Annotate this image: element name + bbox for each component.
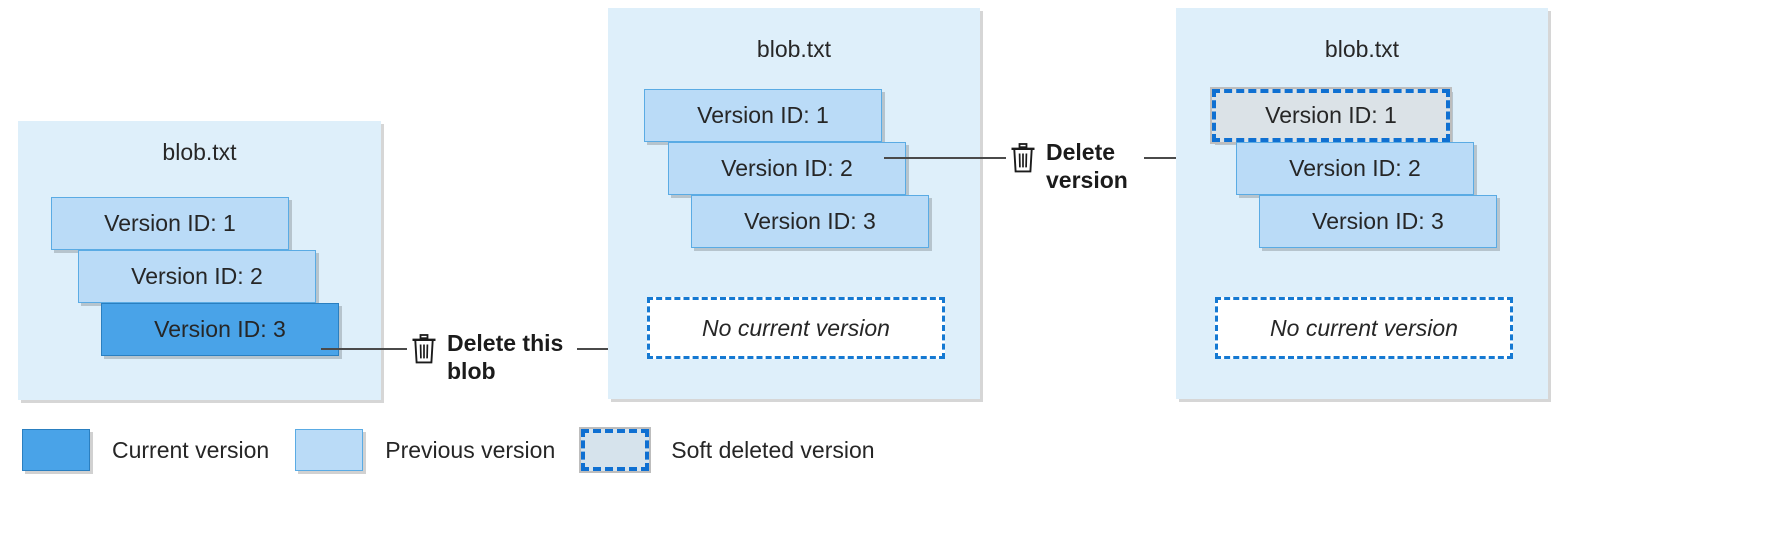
- version-card-label: Version ID: 3: [1312, 208, 1444, 234]
- panel-title: blob.txt: [1324, 36, 1400, 62]
- action-delete-this-blob: Delete this blob: [321, 313, 643, 385]
- trash-icon: [1010, 143, 1036, 173]
- no-current-version-label: No current version: [702, 314, 890, 341]
- panel-after-delete-blob: blob.txt Version ID: 1 Version ID: 2 Ver…: [608, 8, 980, 399]
- version-card-3: Version ID: 3: [691, 195, 929, 248]
- action-delete-version: Delete version: [884, 122, 1218, 194]
- action-label: Delete this blob: [447, 330, 564, 385]
- legend: Current version Previous version Soft de…: [22, 427, 875, 473]
- version-card-1: Version ID: 1: [644, 89, 882, 142]
- version-card-label: Version ID: 2: [721, 155, 853, 181]
- panel-after-delete-version: blob.txt Version ID: 1 Version ID: 2 Ver…: [1176, 8, 1548, 399]
- legend-swatch-soft-deleted: [579, 427, 652, 473]
- version-card-label: Version ID: 1: [697, 102, 829, 128]
- version-card-label: Version ID: 1: [104, 210, 236, 236]
- legend-item-previous-version: Previous version: [295, 429, 555, 471]
- legend-label: Soft deleted version: [671, 436, 875, 463]
- connector-line-left: [884, 157, 1006, 160]
- panel-title: blob.txt: [162, 139, 237, 165]
- version-card-2: Version ID: 2: [78, 250, 316, 303]
- panel-before-delete: blob.txt Version ID: 1 Version ID: 2 Ver…: [18, 121, 381, 400]
- no-current-version-placeholder: No current version: [1215, 297, 1513, 359]
- version-card-label: Version ID: 3: [744, 208, 876, 234]
- no-current-version-placeholder: No current version: [647, 297, 945, 359]
- version-card-2: Version ID: 2: [1236, 142, 1474, 195]
- version-card-3: Version ID: 3: [1259, 195, 1497, 248]
- version-card-label: Version ID: 2: [131, 263, 263, 289]
- legend-item-soft-deleted-version: Soft deleted version: [579, 427, 875, 473]
- trash-icon: [411, 334, 437, 364]
- panel-title: blob.txt: [756, 36, 832, 62]
- version-card-label: Version ID: 1: [1265, 102, 1397, 128]
- legend-label: Current version: [112, 436, 270, 463]
- connector-line-left: [321, 348, 407, 351]
- legend-item-current-version: Current version: [22, 429, 269, 471]
- legend-label: Previous version: [385, 436, 556, 463]
- no-current-version-label: No current version: [1270, 314, 1458, 341]
- version-card-3: Version ID: 3: [101, 303, 339, 356]
- legend-swatch-current: [22, 429, 90, 471]
- version-card-label: Version ID: 3: [154, 316, 286, 342]
- version-card-1: Version ID: 1: [51, 197, 289, 250]
- version-card-1: Version ID: 1: [1210, 87, 1452, 144]
- version-card-label: Version ID: 2: [1289, 155, 1421, 181]
- legend-swatch-previous: [295, 429, 364, 471]
- version-card-2: Version ID: 2: [668, 142, 906, 195]
- action-label: Delete version: [1046, 139, 1128, 194]
